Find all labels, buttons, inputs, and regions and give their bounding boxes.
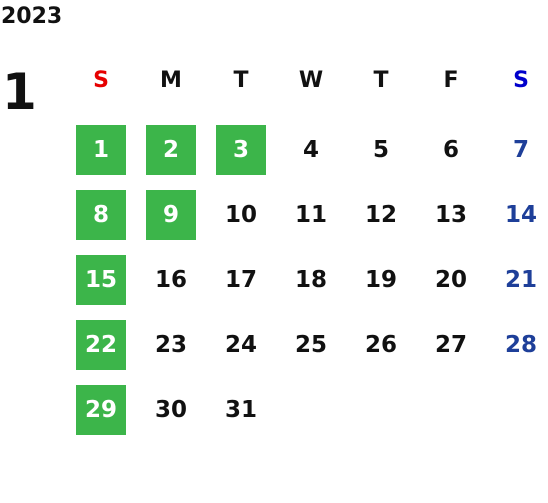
weekday-header-mon: M (160, 67, 182, 93)
day-cell-9[interactable]: 9 (146, 190, 196, 240)
day-cell-10[interactable]: 10 (224, 202, 257, 228)
day-cell-1[interactable]: 1 (76, 125, 126, 175)
weekday-header-sat: S (513, 67, 529, 93)
day-cell-7[interactable]: 7 (512, 137, 529, 163)
day-cell-17[interactable]: 17 (224, 267, 257, 293)
day-cell-23[interactable]: 23 (154, 332, 187, 358)
day-cell-11[interactable]: 11 (294, 202, 327, 228)
day-cell-18[interactable]: 18 (294, 267, 327, 293)
weekday-header-thu: T (373, 67, 389, 93)
day-cell-3[interactable]: 3 (216, 125, 266, 175)
day-cell-22[interactable]: 22 (76, 320, 126, 370)
day-cell-6[interactable]: 6 (442, 137, 459, 163)
day-cell-31[interactable]: 31 (224, 397, 257, 423)
year-label: 2023 (1, 4, 63, 29)
weekday-header-sun: S (93, 67, 109, 93)
day-cell-28[interactable]: 28 (504, 332, 537, 358)
day-cell-14[interactable]: 14 (504, 202, 537, 228)
weekday-header-fri: F (443, 67, 459, 93)
day-cell-20[interactable]: 20 (434, 267, 467, 293)
day-cell-4[interactable]: 4 (302, 137, 319, 163)
day-cell-30[interactable]: 30 (154, 397, 187, 423)
day-cell-2[interactable]: 2 (146, 125, 196, 175)
day-cell-13[interactable]: 13 (434, 202, 467, 228)
day-cell-26[interactable]: 26 (364, 332, 397, 358)
day-cell-21[interactable]: 21 (504, 267, 537, 293)
day-cell-19[interactable]: 19 (364, 267, 397, 293)
day-cell-12[interactable]: 12 (364, 202, 397, 228)
day-cell-27[interactable]: 27 (434, 332, 467, 358)
day-cell-16[interactable]: 16 (154, 267, 187, 293)
weekday-header-wed: W (298, 67, 324, 93)
day-cell-8[interactable]: 8 (76, 190, 126, 240)
month-label: 1 (2, 63, 37, 121)
day-cell-25[interactable]: 25 (294, 332, 327, 358)
day-cell-5[interactable]: 5 (372, 137, 389, 163)
day-cell-29[interactable]: 29 (76, 385, 126, 435)
weekday-header-tue: T (233, 67, 249, 93)
day-cell-24[interactable]: 24 (224, 332, 257, 358)
day-cell-15[interactable]: 15 (76, 255, 126, 305)
